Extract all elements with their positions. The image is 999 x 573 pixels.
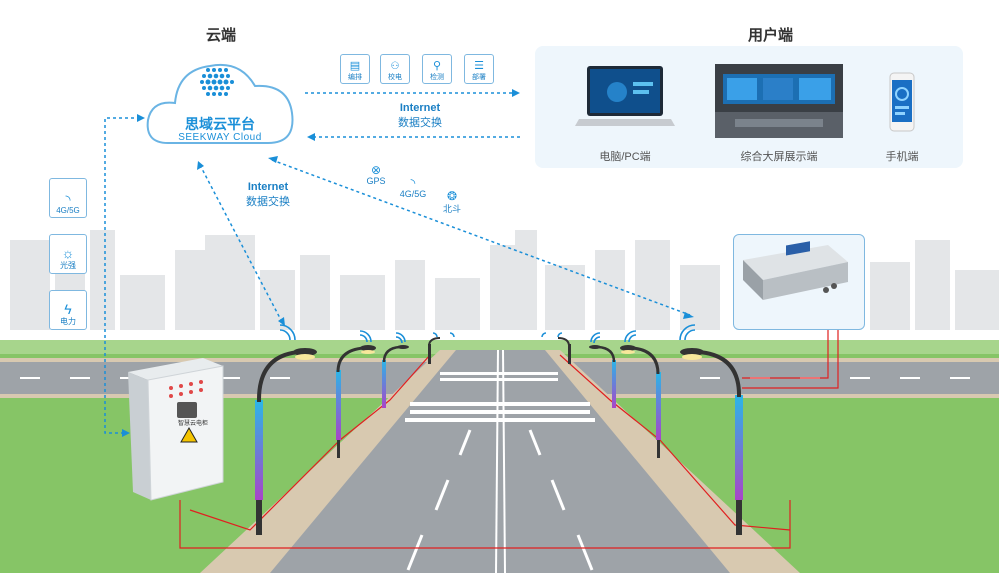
lamp-signal-icons [279, 324, 696, 344]
laptop-illustration [575, 66, 675, 126]
internet-exchange-top: Internet 数据交换 [398, 102, 442, 129]
street-lamp [255, 348, 317, 535]
side-item-4g5g: ◝ 4G/5G [49, 178, 87, 218]
sun-icon: ☼ [61, 245, 75, 261]
side-item-power: ϟ 电力 [49, 290, 87, 330]
network-tag-4g5g: ◝ 4G/5G [397, 177, 429, 199]
tool-orchestrate: ▤ 编排 [340, 54, 370, 84]
street-lamp [557, 337, 571, 364]
beidou-icon: ❂ [446, 189, 458, 203]
people-icon: ⚇ [390, 61, 400, 72]
internet-exchange-left: Internet 数据交换 [246, 181, 290, 208]
city-skyline [10, 230, 999, 330]
street-lamp [428, 337, 441, 364]
device-label-phone: 手机端 [885, 151, 919, 163]
tool-calibrate: ⚇ 校电 [380, 54, 410, 84]
side-item-light: ☼ 光强 [49, 234, 87, 274]
cloud-platform-subtitle: SEEKWAY Cloud [178, 132, 262, 143]
signal-icon: ◝ [65, 192, 71, 207]
cloud-platform-name: 思域云平台 [185, 116, 255, 132]
street-lamp [680, 348, 743, 535]
device-label-pc: 电脑/PC端 [599, 151, 651, 163]
cloud-section-title: 云端 [206, 27, 237, 44]
street-lamp [336, 345, 376, 458]
lightning-icon: ϟ [64, 301, 72, 317]
street-lamp [382, 345, 409, 408]
network-tag-beidou: ❂ 北斗 [438, 190, 466, 215]
tool-deploy: ☰ 部署 [464, 54, 494, 84]
signal-icon: ◝ [410, 176, 416, 190]
tool-inspect: ⚲ 检测 [422, 54, 452, 84]
database-icon: ☰ [474, 60, 484, 72]
satellite-icon: ⊗ [370, 163, 382, 177]
magnifier-icon: ⚲ [432, 60, 442, 72]
cloud-shape [146, 64, 294, 144]
controller-device-illustration [743, 241, 848, 300]
cloud-logo-icon [200, 68, 234, 96]
cabinet-label: 智慧云电柜 [178, 421, 209, 427]
big-screen-illustration [715, 64, 843, 138]
user-section-title: 用户端 [748, 27, 794, 44]
phone-illustration [889, 72, 915, 132]
network-tag-gps: ⊗ GPS [362, 164, 390, 186]
smart-cabinet [128, 358, 224, 501]
document-icon: ▤ [349, 60, 361, 72]
device-label-bigscreen: 综合大屏展示端 [740, 151, 818, 163]
street-lamp [589, 345, 616, 408]
street-lamp [620, 345, 661, 458]
